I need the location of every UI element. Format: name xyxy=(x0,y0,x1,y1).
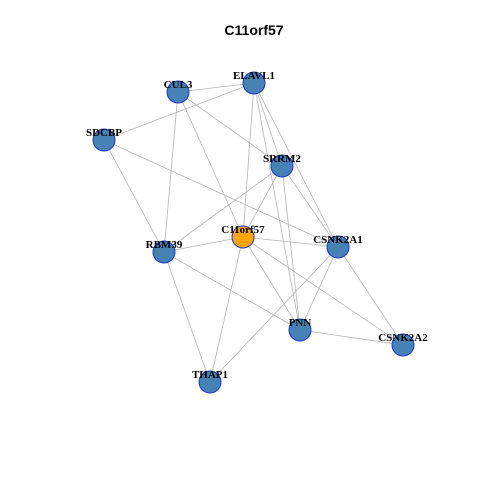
node-circle xyxy=(288,318,312,342)
edge-cul3-elavl1 xyxy=(177,82,255,93)
node-circle xyxy=(326,235,350,259)
node-circle xyxy=(92,128,116,152)
edge-elavl1-pnn xyxy=(253,82,301,331)
edge-sdcbp-csnk2a1 xyxy=(103,139,339,248)
node-label: ELAVL1 xyxy=(233,70,275,82)
edge-c11orf57-csnk2a2 xyxy=(242,236,404,346)
node-label: CUL3 xyxy=(164,79,193,91)
node-csnk2a1: CSNK2A1 xyxy=(313,234,363,259)
node-pnn: PNN xyxy=(288,317,312,342)
edge-csnk2a1-thap1 xyxy=(209,246,339,383)
node-sdcbp: SDCBP xyxy=(86,127,122,152)
edge-cul3-rbm39 xyxy=(163,91,179,253)
edge-sdcbp-rbm39 xyxy=(103,139,165,253)
node-thap1: THAP1 xyxy=(192,369,228,394)
edge-sdcbp-elavl1 xyxy=(103,82,255,141)
edge-c11orf57-csnk2a1 xyxy=(242,236,339,248)
edge-elavl1-c11orf57 xyxy=(242,82,255,238)
node-csnk2a2: CSNK2A2 xyxy=(378,332,428,357)
edge-csnk2a1-pnn xyxy=(299,246,339,331)
edge-c11orf57-pnn xyxy=(242,236,301,331)
node-label: SDCBP xyxy=(86,127,122,139)
node-label: C11orf57 xyxy=(221,224,265,236)
node-label: SRRM2 xyxy=(263,153,301,165)
node-label: CSNK2A1 xyxy=(313,234,363,246)
edge-elavl1-srrm2 xyxy=(253,82,283,167)
edge-srrm2-rbm39 xyxy=(163,165,283,253)
node-circle xyxy=(242,71,266,95)
edge-csnk2a1-csnk2a2 xyxy=(337,246,404,346)
edge-cul3-c11orf57 xyxy=(177,91,244,238)
node-circle xyxy=(198,370,222,394)
diagram-title: C11orf57 xyxy=(224,22,283,38)
node-label: CSNK2A2 xyxy=(378,332,428,344)
node-label: PNN xyxy=(289,317,312,329)
node-label: THAP1 xyxy=(192,369,228,381)
edge-pnn-csnk2a2 xyxy=(299,329,404,346)
edge-cul3-srrm2 xyxy=(177,91,283,167)
node-circle xyxy=(391,333,415,357)
node-elavl1: ELAVL1 xyxy=(233,70,275,95)
edge-layer xyxy=(103,82,404,383)
node-rbm39: RBM39 xyxy=(146,239,183,264)
edge-c11orf57-thap1 xyxy=(209,236,244,383)
edge-rbm39-pnn xyxy=(163,251,301,331)
edge-c11orf57-rbm39 xyxy=(163,236,244,253)
node-cul3: CUL3 xyxy=(164,79,193,104)
node-srrm2: SRRM2 xyxy=(263,153,301,178)
edge-srrm2-pnn xyxy=(281,165,301,331)
node-circle xyxy=(270,154,294,178)
node-c11orf57: C11orf57 xyxy=(221,224,265,249)
edge-rbm39-thap1 xyxy=(163,251,211,383)
node-circle xyxy=(166,80,190,104)
node-label: RBM39 xyxy=(146,239,183,251)
node-circle xyxy=(231,225,255,249)
edge-srrm2-c11orf57 xyxy=(242,165,283,238)
edge-elavl1-csnk2a1 xyxy=(253,82,339,248)
edge-srrm2-csnk2a1 xyxy=(281,165,339,248)
node-circle xyxy=(152,240,176,264)
